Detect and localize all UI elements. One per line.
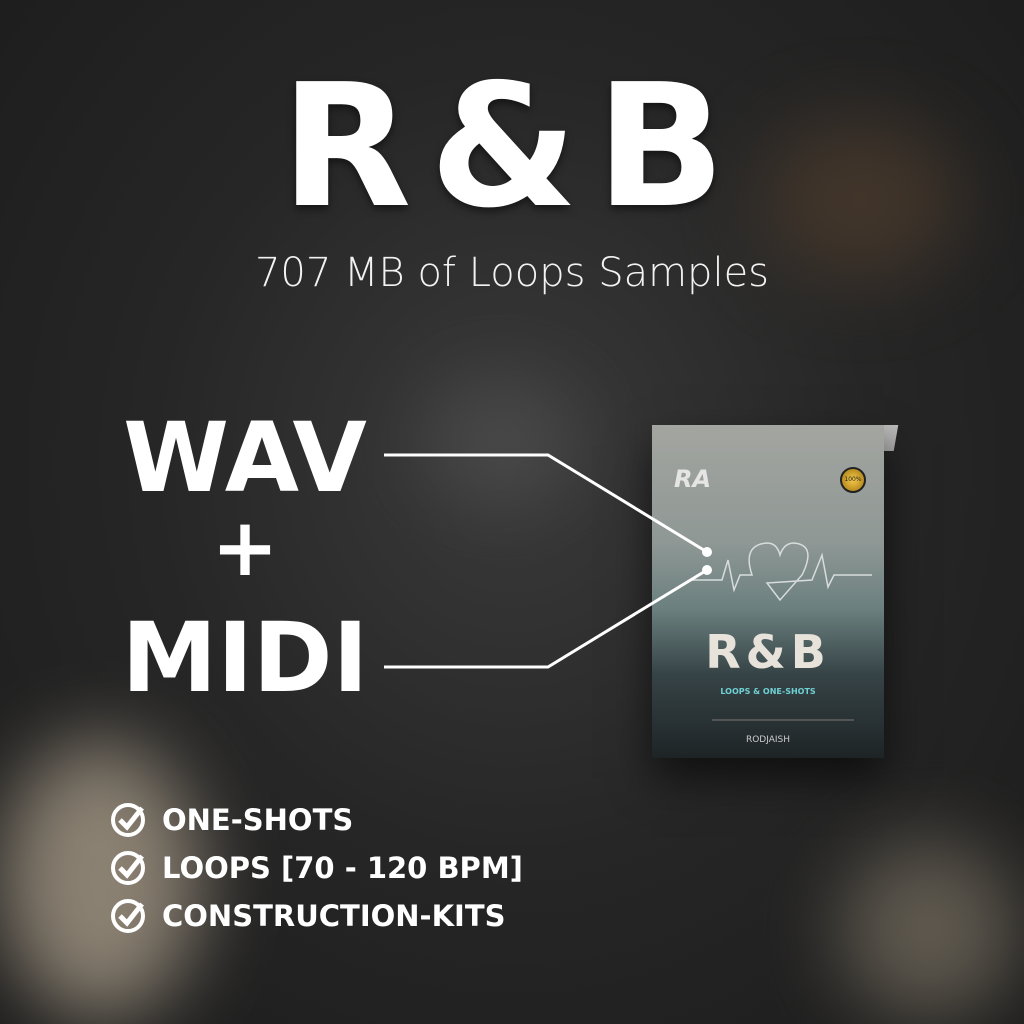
bg-blur [840,840,1020,1020]
product-box: RA 100% R&B LOOPS & ONE-SHOTS RODJAISH [652,425,884,758]
box-subtitle: LOOPS & ONE-SHOTS [720,687,816,696]
subtitle: 707 MB of Loops Samples [254,250,770,296]
feature-label: CONSTRUCTION-KITS [162,899,506,933]
quality-seal-icon: 100% [840,467,866,493]
bg-blur [760,120,960,280]
page-title: R&B [280,48,744,246]
heartbeat-icon [692,542,872,602]
divider [712,719,854,721]
box-brand: RODJAISH [745,735,791,745]
feature-item: ONE-SHOTS [108,800,353,840]
feature-item: CONSTRUCTION-KITS [108,896,506,936]
ra-logo: RA [674,465,712,493]
feature-label: LOOPS [70 - 120 BPM] [162,851,523,885]
format-plus: + [211,501,279,594]
format-wav: WAV [123,402,367,514]
bg-blur [0,740,200,1020]
feature-item: LOOPS [70 - 120 BPM] [108,848,523,888]
check-circle-icon [111,899,145,933]
check-circle-icon [111,851,145,885]
check-circle-icon [111,803,145,837]
box-title: R&B [705,625,831,679]
format-midi: MIDI [121,602,369,714]
bg-blur [420,380,580,500]
feature-label: ONE-SHOTS [162,803,354,837]
